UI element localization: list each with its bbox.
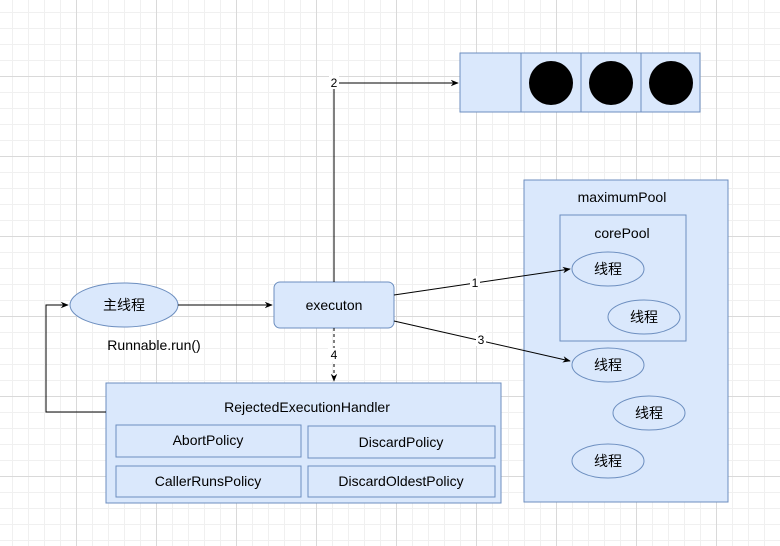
policy-label: DiscardOldestPolicy [338,473,463,489]
maximum-pool-title: maximumPool [578,189,667,205]
core-thread [571,251,645,287]
queued-task [649,61,693,105]
extra-thread-label: 线程 [594,453,622,469]
executor-to-core-arrow [393,266,571,296]
extra-thread-label: 线程 [594,357,622,373]
caller-runs-return-arrow [45,301,106,413]
main-thread-caption: Runnable.run() [107,337,200,353]
extra-thread [612,395,686,431]
edge-label-core: 1 [472,276,479,290]
main-thread-label: 主线程 [103,297,145,313]
rejected-handler-title: RejectedExecutionHandler [224,399,390,415]
main-thread: 主线程 Runnable.run() [69,282,201,353]
policy-box [307,465,496,498]
queued-task [529,61,573,105]
extra-thread [571,443,645,479]
policy-label: AbortPolicy [173,432,244,448]
policy-box [115,465,302,498]
core-thread-label: 线程 [594,261,622,277]
maximum-pool: maximumPool corePool 线程 线程 线程 线程 线程 [523,179,729,503]
policy-box [115,424,302,458]
task-queue [459,52,701,113]
extra-thread-label: 线程 [635,405,663,421]
edge-label-reject: 4 [331,348,338,362]
policy-box [307,425,496,459]
executor: executon [273,281,395,329]
rejected-execution-handler: RejectedExecutionHandler AbortPolicy Dis… [105,382,502,504]
edge-label-queue: 2 [331,76,338,90]
policy-label: CallerRunsPolicy [155,473,262,489]
edge-labels: 2 1 3 4 [328,75,486,362]
queued-task [589,61,633,105]
extra-thread [571,347,645,383]
executor-label: executon [306,297,363,313]
edge-label-max: 3 [478,333,485,347]
executor-to-queue-arrow [333,79,459,282]
edges [45,79,571,413]
policy-label: DiscardPolicy [359,434,444,450]
core-thread [607,299,681,335]
core-thread-label: 线程 [630,309,658,325]
core-pool-title: corePool [594,225,649,241]
